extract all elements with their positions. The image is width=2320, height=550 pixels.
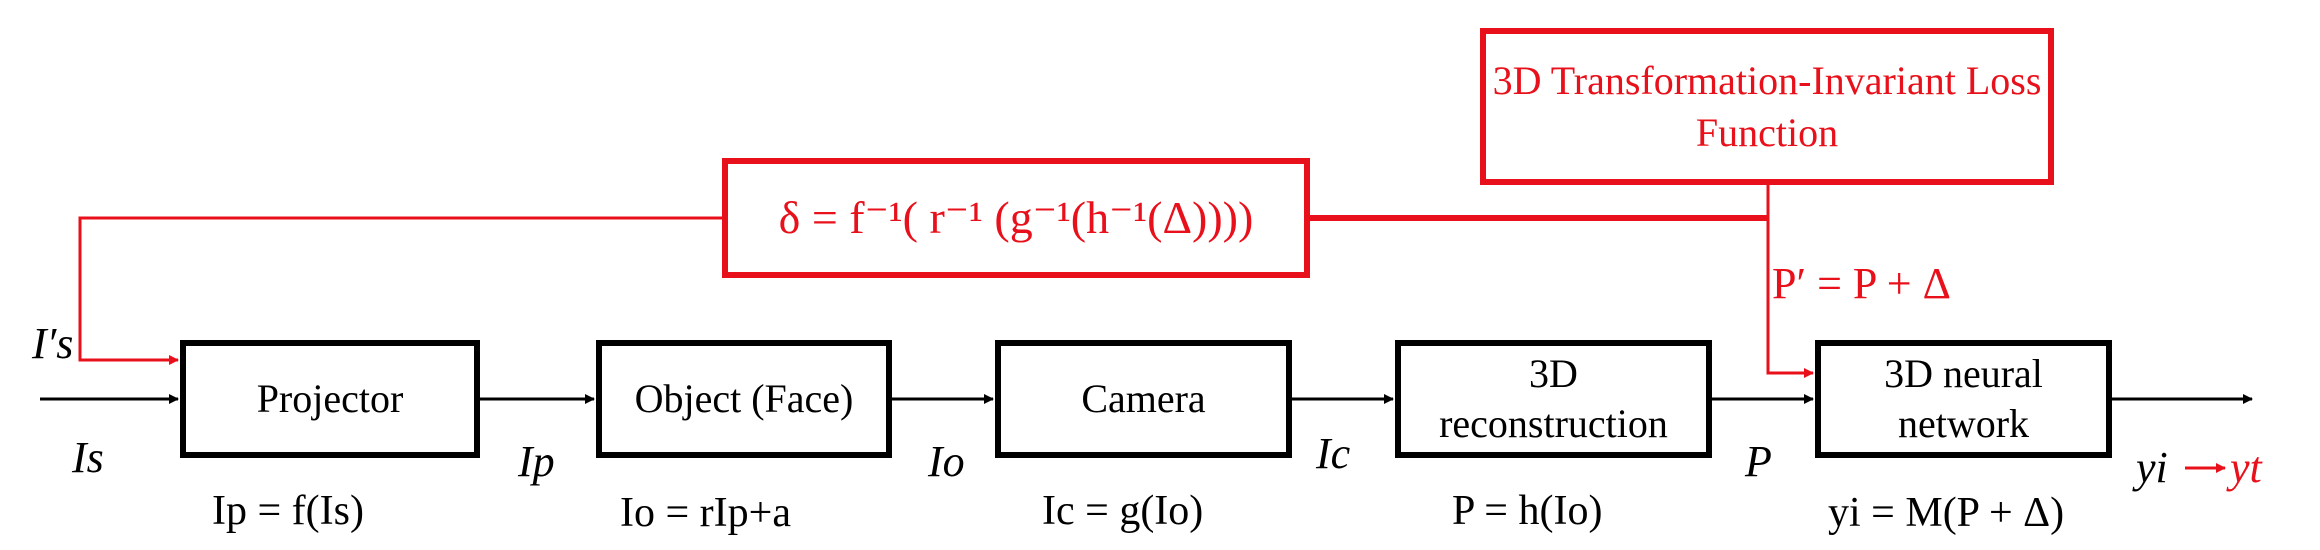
projector-box: Projector (180, 340, 480, 458)
inverse-transform-box: δ = f⁻¹( r⁻¹ (g⁻¹(h⁻¹(Δ)))) (722, 158, 1310, 278)
camera-label: Camera (1081, 376, 1206, 421)
signal-is: Is (72, 433, 104, 482)
camera-equation: Ic = g(Io) (1042, 488, 1204, 534)
network-box: 3D neural network (1815, 340, 2112, 458)
network-label: 3D neural network (1884, 351, 2043, 446)
signal-is-prime: I′s (32, 319, 74, 368)
projector-equation: Ip = f(Is) (212, 488, 364, 534)
inverse-transform-equation: δ = f⁻¹( r⁻¹ (g⁻¹(h⁻¹(Δ)))) (778, 192, 1254, 244)
loss-function-box: 3D Transformation-Invariant Loss Functio… (1480, 28, 2054, 185)
object-equation: Io = rIp+a (620, 490, 791, 536)
reconstruction-box: 3D reconstruction (1395, 340, 1712, 458)
reconstruction-label: 3D reconstruction (1439, 351, 1668, 446)
signal-io: Io (928, 437, 965, 486)
signal-yt: yt (2230, 443, 2262, 492)
object-box: Object (Face) (596, 340, 892, 458)
signal-ip: Ip (518, 437, 555, 486)
object-label: Object (Face) (634, 376, 854, 421)
reconstruction-equation: P = h(Io) (1452, 488, 1603, 534)
feedback-line-to-network (1766, 185, 1814, 378)
camera-box: Camera (995, 340, 1292, 458)
network-equation: yi = M(P + Δ) (1828, 490, 2065, 536)
loss-function-label: 3D Transformation-Invariant Loss Functio… (1492, 57, 2042, 155)
perturbed-point-cloud-label: P′ = P + Δ (1772, 259, 1951, 308)
signal-yi: yi (2136, 443, 2168, 492)
signal-ic: Ic (1316, 429, 1351, 478)
signal-p: P (1745, 437, 1772, 486)
feedback-line-to-projector (78, 216, 722, 365)
projector-label: Projector (256, 376, 404, 421)
